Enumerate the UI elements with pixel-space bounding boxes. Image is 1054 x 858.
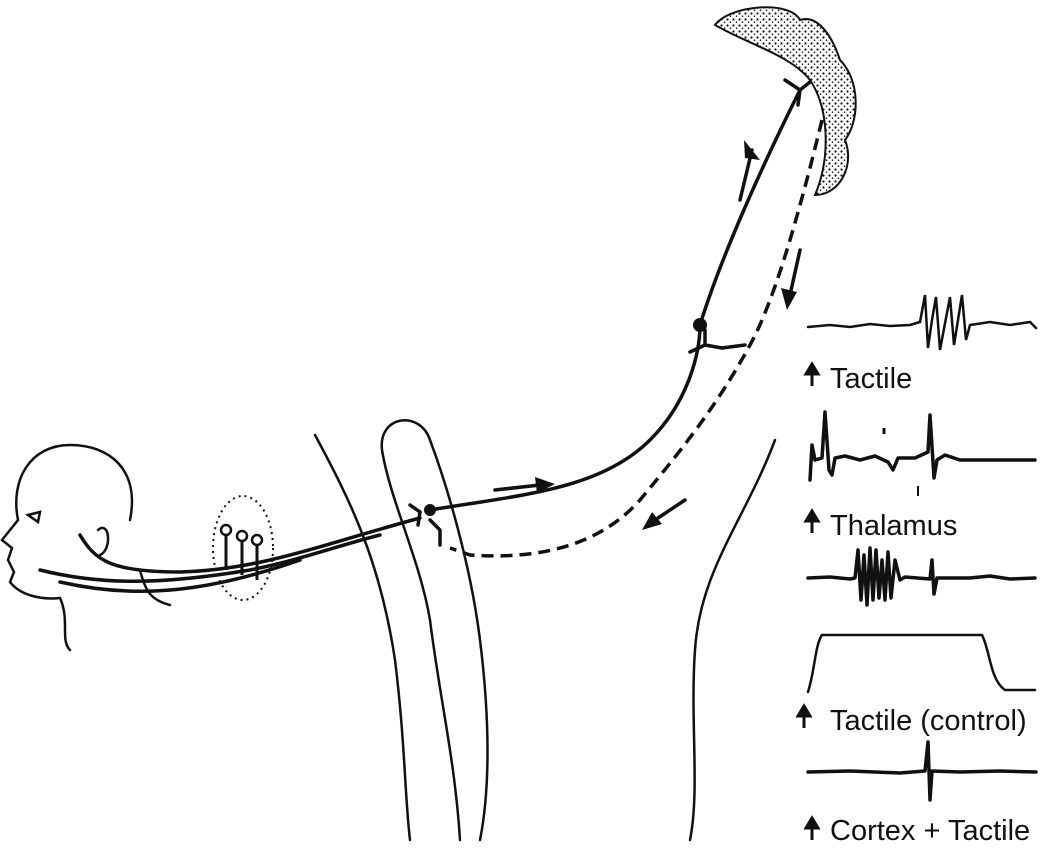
brainstem-neuron [424,504,436,516]
brainstem-synapse [408,503,442,547]
stimulus-arrow-icon [803,815,821,840]
descending-pathway [449,119,824,558]
trigeminal-nerve-fibers [38,516,422,607]
stimulus-arrow-icon [795,703,813,728]
thalamic-synapse [688,328,724,354]
arrow-left-icon [642,498,687,530]
trace-tactile [806,294,1038,351]
body-outline-right [688,438,777,842]
trace-tactile-control [806,546,1037,694]
trace-label-thalamus: Thalamus [830,510,957,542]
stimulus-arrow-icon [803,508,821,533]
cortex-stippled [713,6,857,197]
thalamic-neuron [693,318,707,332]
cortical-terminal [783,78,812,107]
trace-cortex-tactile [806,740,1038,802]
brainstem-outline [380,419,489,842]
ganglion-cells [219,523,264,580]
arrow-up-icon [738,140,760,202]
arrow-right-icon [493,477,555,493]
head-outline [0,443,134,652]
trace-label-tactile-control: Tactile (control) [830,705,1027,737]
body-outline-left [313,433,412,842]
arrow-down-icon [781,248,802,310]
ascending-pathway [428,88,802,512]
stimulus-arrow-icon [803,361,821,386]
ganglion-ellipse [212,495,274,601]
trace-label-cortex-tactile: Cortex + Tactile [830,815,1030,847]
trace-label-tactile: Tactile [830,363,912,395]
trace-thalamus [808,410,1037,496]
